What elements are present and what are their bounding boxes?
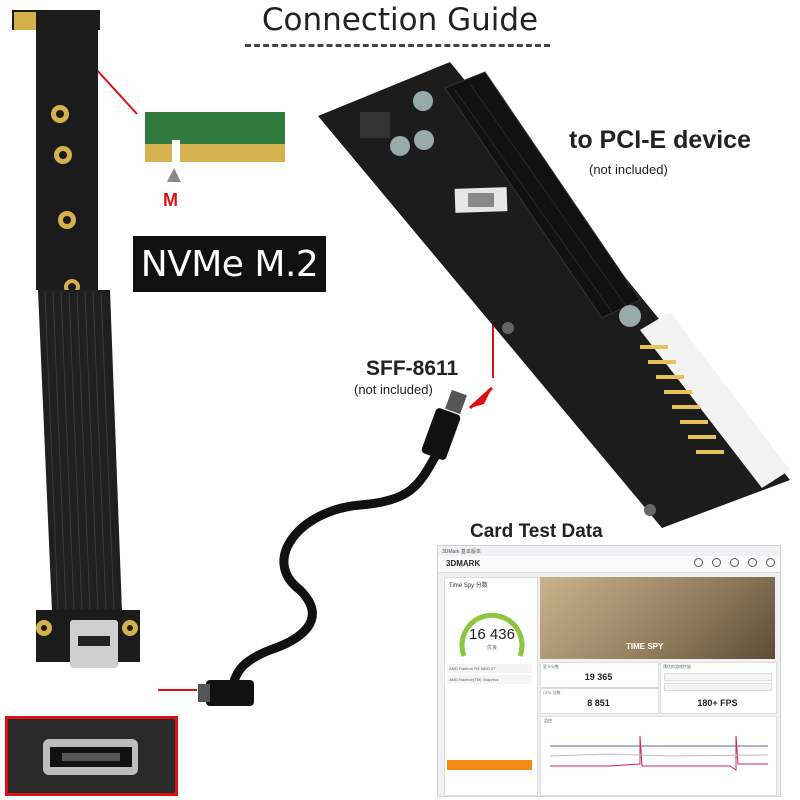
options-icon: [748, 558, 757, 567]
pcie-riser-board: [318, 62, 790, 528]
port-detail-closeup: [5, 716, 178, 796]
sff-8611-label: SFF-8611: [366, 357, 459, 380]
fps-estimate-label: 预估的游戏性能: [663, 664, 691, 669]
nvme-m2-label: NVMe M.2: [133, 236, 326, 292]
sff-8611-cable: [198, 389, 467, 706]
test-icon: [712, 558, 721, 567]
game-select[interactable]: [664, 673, 772, 681]
monitoring-graph: [550, 735, 768, 771]
benchmark-action-button[interactable]: [447, 760, 532, 770]
test-hero-image: [540, 577, 775, 659]
fps-estimate: 180+ FPS: [697, 698, 738, 708]
help-icon: [766, 558, 775, 567]
score-gauge: [459, 612, 525, 657]
graphics-score-label: 显卡分数: [543, 664, 559, 669]
gpu-name-2: AMD Radeon(TM) Graphics: [447, 675, 532, 684]
m-key-detail: [145, 112, 285, 182]
title-underline: [245, 44, 550, 47]
leader-line-m2: [94, 67, 138, 115]
results-icon: [730, 558, 739, 567]
benchmark-toolbar: [438, 556, 780, 573]
cpu-score: 8 851: [587, 698, 610, 708]
m-key-label: M: [163, 190, 178, 210]
test-name: Time Spy 分数: [449, 583, 488, 589]
pcie-device-label: to PCI-E device: [569, 126, 751, 154]
monitoring-graph-label: 监控: [544, 718, 552, 723]
home-icon: [694, 558, 703, 567]
test-hero-label: TIME SPY: [626, 642, 664, 651]
score-rating: 优良: [486, 645, 497, 651]
graphics-score: 19 365: [584, 672, 613, 682]
benchmark-logo: 3DMARK: [446, 559, 481, 568]
sff-not-included-note: (not included): [354, 382, 433, 397]
m2-adapter-board: [12, 10, 140, 668]
gpu-name-1: AMD Radeon RX 6800 XT: [447, 664, 532, 673]
cpu-score-card: [540, 688, 659, 714]
benchmark-window-title: 3DMark 基本版本: [442, 549, 481, 555]
cpu-score-label: CPU 分数: [543, 690, 561, 695]
benchmark-screenshot: 3DMark 基本版本 3DMARK Time Spy 分数 16 436 优良…: [437, 545, 781, 797]
page-title: Connection Guide: [261, 2, 539, 38]
card-test-data-title: Card Test Data: [470, 521, 603, 542]
pcie-not-included-note: (not included): [589, 162, 668, 177]
port-closeup-image: [43, 739, 138, 775]
resolution-select[interactable]: [664, 683, 772, 691]
overall-score: 16 436: [469, 626, 515, 643]
graphics-score-card: [540, 662, 659, 688]
